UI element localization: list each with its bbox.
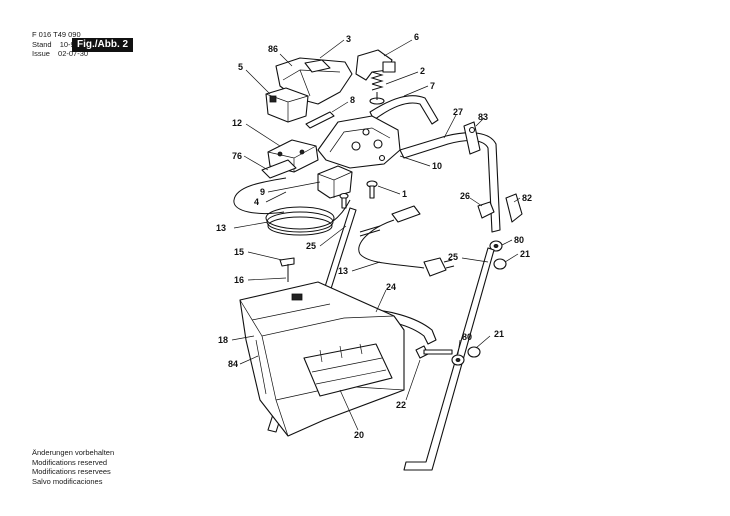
callout-86: 86 xyxy=(268,44,278,54)
callout-6: 6 xyxy=(414,32,419,42)
callout-24: 24 xyxy=(386,282,396,292)
notice-line-en: Modifications reserved xyxy=(32,457,108,467)
callout-18: 18 xyxy=(218,335,228,345)
stand-value: 10-96 xyxy=(59,40,79,49)
part-box-bottom-20 xyxy=(303,343,393,397)
callout-21a: 21 xyxy=(520,249,530,259)
part-lever-6 xyxy=(355,49,396,81)
notice-line-de: Änderungen vorbehalten xyxy=(32,448,115,457)
callout-15: 15 xyxy=(234,247,244,257)
stand-label: Stand xyxy=(32,40,52,49)
callout-82: 82 xyxy=(522,193,532,203)
callout-83: 83 xyxy=(478,112,488,122)
callout-22: 22 xyxy=(396,400,406,410)
callout-13a: 13 xyxy=(216,223,226,233)
callout-25a: 25 xyxy=(306,241,316,251)
issue-value: 02-07-30 xyxy=(58,49,89,58)
callout-4: 4 xyxy=(254,197,259,207)
callout-1: 1 xyxy=(402,189,407,199)
part-clip-76 xyxy=(261,159,297,179)
part-washer-nut-lower xyxy=(451,346,481,366)
callout-20: 20 xyxy=(354,430,364,440)
notice-line-fr: Modifications reservees xyxy=(32,467,111,477)
part-washer-nut-upper xyxy=(489,240,507,270)
leader-lines xyxy=(231,39,521,431)
callout-8: 8 xyxy=(350,95,355,105)
callout-26: 26 xyxy=(460,191,470,201)
callout-13b: 13 xyxy=(338,266,348,276)
callout-labels: 3 86 6 5 2 7 8 27 83 12 10 76 9 1 4 26 8… xyxy=(216,32,532,440)
part-switch-arm-7 xyxy=(369,95,439,125)
part-pin-8 xyxy=(305,111,335,129)
callout-5: 5 xyxy=(238,62,243,72)
stand-line: Stand 10-96 xyxy=(32,40,79,49)
callout-80a: 80 xyxy=(514,235,524,245)
part-spring-2 xyxy=(369,71,385,105)
part-handle-bar-right-25 xyxy=(403,247,495,471)
part-screws-1 xyxy=(339,180,378,209)
callout-27: 27 xyxy=(453,107,463,117)
callout-12: 12 xyxy=(232,118,242,128)
part-mains-cable-13 xyxy=(358,205,455,277)
part-bolt-22 xyxy=(415,345,453,359)
callout-76: 76 xyxy=(232,151,242,161)
figure-label: Fig./Abb. 2 xyxy=(72,38,134,52)
callout-10: 10 xyxy=(432,161,442,171)
part-housing-10 xyxy=(317,115,401,169)
part-clamp-82 xyxy=(505,193,523,223)
part-switch-5 xyxy=(265,87,309,123)
callout-16: 16 xyxy=(234,275,244,285)
callout-84: 84 xyxy=(228,359,238,369)
callout-80b: 80 xyxy=(462,332,472,342)
callout-2: 2 xyxy=(420,66,425,76)
issue-label: Issue xyxy=(32,49,50,58)
part-bracket-83 xyxy=(463,121,481,155)
callout-3: 3 xyxy=(346,34,351,44)
notice-line-es: Salvo modificaciones xyxy=(32,476,103,486)
callout-9: 9 xyxy=(260,187,265,197)
callout-7: 7 xyxy=(430,81,435,91)
issue-line: Issue 02-07-30 xyxy=(32,49,88,58)
doc-number: F 016 T49 090 xyxy=(32,30,81,39)
part-strain-relief-9 xyxy=(317,165,353,199)
modifications-notice: Änderungen vorbehalten Modifications res… xyxy=(32,448,114,486)
callout-21b: 21 xyxy=(494,329,504,339)
part-pin-15 xyxy=(279,257,295,282)
callout-25b: 25 xyxy=(448,252,458,262)
